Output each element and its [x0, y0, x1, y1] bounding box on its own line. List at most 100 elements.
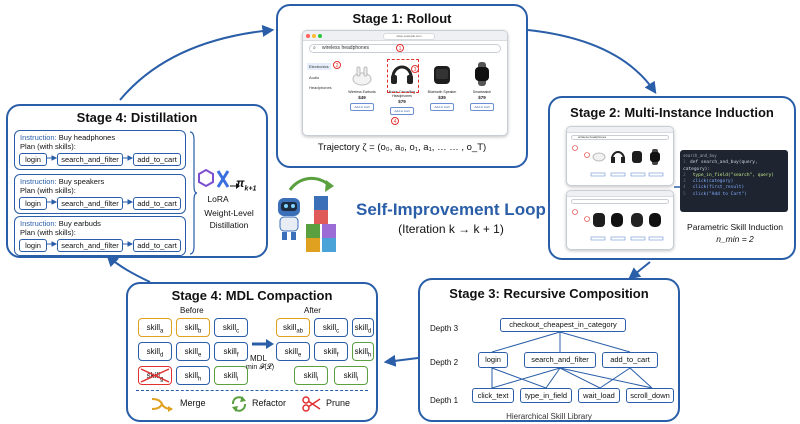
search-icon: ⌕ — [313, 45, 316, 51]
earbuds-image — [352, 66, 372, 86]
skill-e-before: skille — [176, 342, 210, 361]
add-to-cart-button[interactable]: Add to Cart — [390, 107, 414, 115]
lora-label: LoRA — [207, 194, 229, 204]
skill-add-to-cart: add_to_cart — [602, 352, 658, 368]
composition-edges — [491, 331, 653, 389]
product-card-3[interactable]: Bluetooth Speaker $39 Add to Cart — [425, 61, 459, 111]
step-add-to-cart: add_to_cart — [133, 197, 181, 210]
step-add-to-cart: add_to_cart — [133, 239, 181, 252]
stage2-search-box-2[interactable] — [571, 199, 669, 204]
product-name: Smartwatch — [472, 90, 492, 94]
skill-wait-load: wait_load — [578, 388, 620, 403]
nav-headphones[interactable]: Headphones — [309, 85, 332, 90]
product-name: Wireless Earbuds — [348, 90, 376, 94]
product-thumbnails-1 — [572, 145, 664, 177]
stage2-title: Stage 2: Multi-Instance Induction — [570, 105, 774, 120]
depth1-label: Depth 1 — [430, 396, 459, 405]
skill-i-after-2: skilli — [334, 366, 368, 385]
skill-checkout-cheapest: checkout_cheapest_in_category — [500, 318, 626, 332]
skill-scroll-down: scroll_down — [626, 388, 674, 403]
instance-3: Instruction: Buy earbuds Plan (with skil… — [14, 216, 186, 256]
stage2-panel: Stage 2: Multi-Instance Induction wirele… — [548, 96, 796, 260]
stage2-caption: Parametric Skill Induction — [687, 222, 783, 232]
skill-d-after: skilld — [352, 318, 374, 337]
mdl-label: MDL — [250, 354, 267, 363]
smartwatch-image — [475, 62, 489, 86]
browser-titlebar: shop.example.com — [303, 31, 507, 41]
speaker-image — [434, 66, 450, 84]
arrow-stage3-to-mdl — [383, 354, 419, 367]
distillation-panel: Stage 4: Distillation Instruction: Buy h… — [6, 104, 268, 258]
model-logo-icon — [198, 168, 230, 188]
loop-title: Self-Improvement Loop — [356, 200, 546, 219]
skill-login: login — [478, 352, 508, 368]
legend-merge: Merge — [180, 398, 206, 408]
instance-1: Instruction: Buy headphones Plan (with s… — [14, 130, 186, 170]
stage1-search-box[interactable]: ⌕ wireless headphones — [309, 44, 501, 53]
mdl-title: Stage 4: MDL Compaction — [171, 288, 333, 303]
skill-f-before: skillf — [214, 342, 248, 361]
brace — [189, 131, 198, 255]
loop-subtitle: (Iteration k → k + 1) — [398, 222, 504, 236]
code-line-2: 2 type_in_field("search", query) — [683, 172, 774, 178]
stage3-title: Stage 3: Recursive Composition — [449, 286, 649, 301]
robot-blocks-illustration — [278, 176, 336, 252]
stage1-browser: shop.example.com ⌕ wireless headphones 1… — [302, 30, 508, 136]
add-to-cart-button[interactable]: Add to Cart — [430, 103, 454, 111]
add-to-cart-button[interactable]: Add to Cart — [470, 103, 494, 111]
code-line-5: 5 click("Add to Cart") — [683, 191, 747, 197]
skill-click-text: click_text — [472, 388, 514, 403]
product-price: $79 — [478, 95, 486, 100]
legend-divider — [136, 390, 368, 391]
step-login: login — [19, 153, 47, 166]
skill-search-and-filter: search_and_filter — [524, 352, 596, 368]
highlight-box-product — [387, 59, 419, 93]
legend-prune: Prune — [326, 398, 351, 408]
mdl-panel: Stage 4: MDL Compaction Before After ski… — [126, 282, 378, 422]
step-add-to-cart: add_to_cart — [133, 153, 181, 166]
prune-cross-icon — [140, 368, 170, 383]
stage3-footer: Hierarchical Skill Library — [506, 412, 592, 421]
step-login: login — [19, 239, 47, 252]
depth2-label: Depth 2 — [430, 358, 459, 367]
skill-c-before: skillc — [214, 318, 248, 337]
skill-c-after: skillc — [314, 318, 348, 337]
add-to-cart-button[interactable]: Add to Cart — [350, 103, 374, 111]
legend-refactor: Refactor — [252, 398, 287, 408]
step-search-and-filter: search_and_filter — [57, 197, 123, 210]
stage2-nmin: n_min = 2 — [716, 234, 754, 244]
depth3-label: Depth 3 — [430, 324, 459, 333]
stage1-search-text: wireless headphones — [322, 45, 369, 51]
product-card-4[interactable]: Smartwatch $79 Add to Cart — [465, 61, 499, 111]
skill-i-before: skilli — [214, 366, 248, 385]
headphones-image — [391, 65, 413, 84]
skill-d-before: skilld — [138, 342, 172, 361]
arrow-mdl-to-distill — [106, 254, 151, 283]
skill-b-before: skillb — [176, 318, 210, 337]
nav-electronics[interactable]: Electronics — [307, 63, 331, 70]
skill-type-in-field: type_in_field — [520, 388, 572, 403]
arrow-stage2-to-stage3 — [628, 261, 651, 280]
arrow-stage1-to-stage2 — [527, 29, 657, 94]
product-thumbnails-2 — [572, 209, 664, 241]
skill-h-after: skillh — [352, 342, 374, 361]
skill-a-before: skilla — [138, 318, 172, 337]
marker-4: 4 — [391, 117, 399, 125]
product-card-1[interactable]: Wireless Earbuds $49 Add to Cart — [345, 61, 379, 111]
skill-g-before: skillg — [138, 366, 172, 385]
step-search-and-filter: search_and_filter — [57, 153, 123, 166]
browser-url: shop.example.com — [383, 33, 435, 40]
step-arrows — [46, 155, 134, 247]
distillation-label: Distillation — [209, 220, 249, 230]
stage2-search-box-1[interactable]: wireless headphones — [571, 135, 669, 140]
stage1-panel: Stage 1: Rollout shop.example.com ⌕ wire… — [276, 4, 528, 168]
product-price: $49 — [358, 95, 366, 100]
skill-h-before: skillh — [176, 366, 210, 385]
skill-i-after-1: skilli — [294, 366, 328, 385]
distillation-title: Stage 4: Distillation — [76, 110, 198, 125]
scissors-icon — [302, 396, 321, 412]
nav-audio[interactable]: Audio — [309, 75, 320, 80]
marker-3: 3 — [411, 65, 419, 73]
